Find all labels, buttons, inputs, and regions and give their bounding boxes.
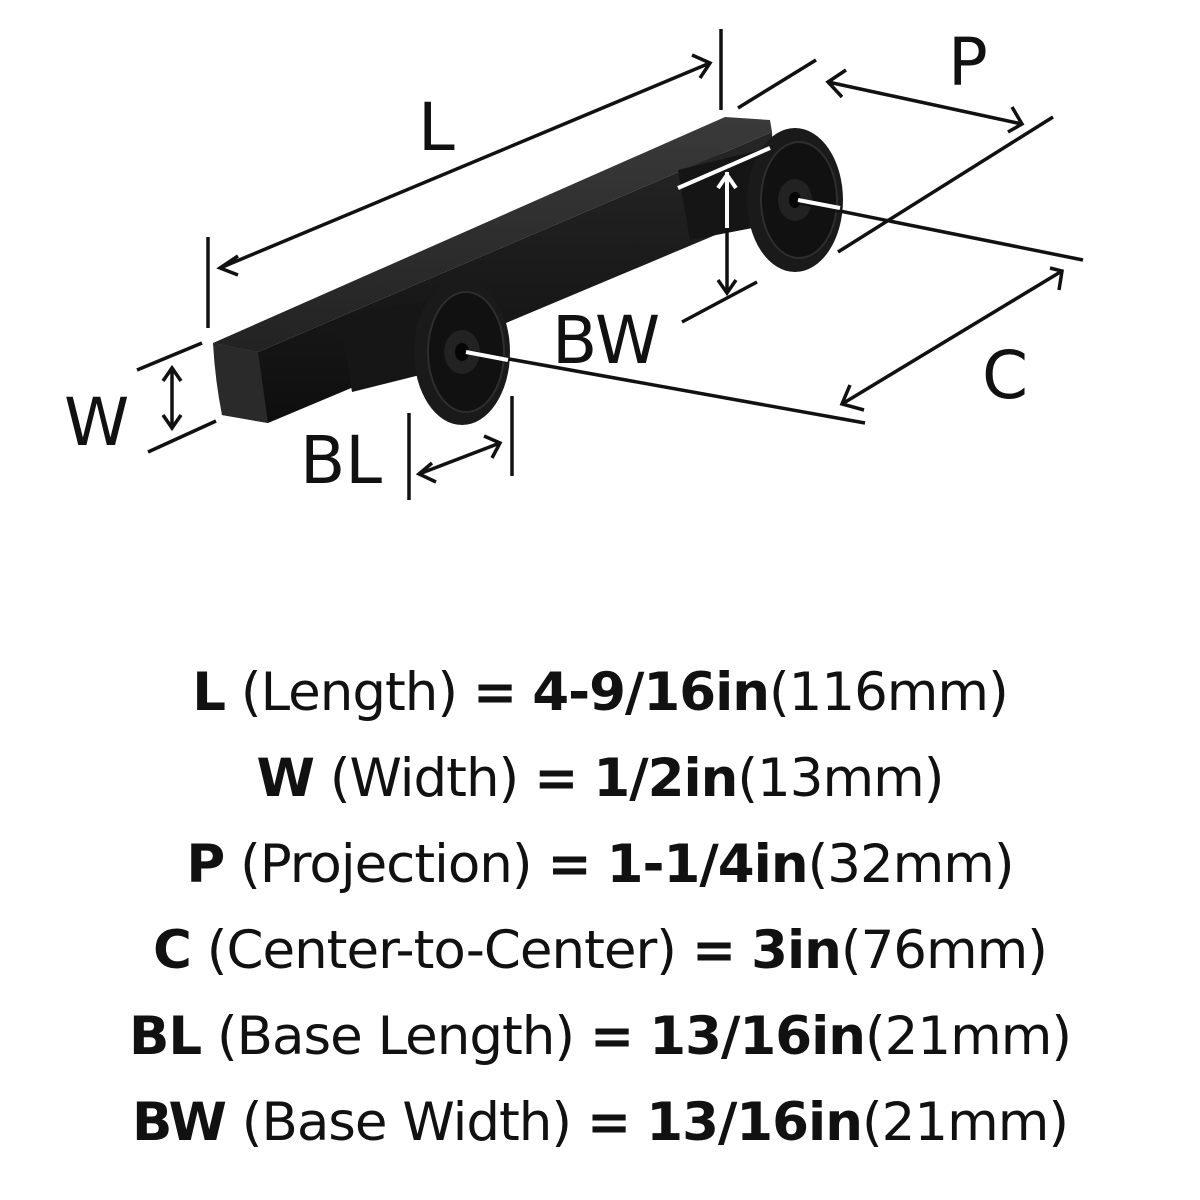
- bar-top-face: [213, 117, 772, 352]
- spec-code: BW: [131, 1092, 227, 1153]
- width-extension-top: [136, 341, 203, 372]
- rear-post-stem: [678, 150, 768, 240]
- spec-name: (Base Width): [241, 1092, 572, 1153]
- spec-equals: =: [547, 834, 591, 895]
- spec-inches: 13/16in: [649, 1006, 866, 1067]
- pull-dimension-diagram: L W P C BL BW: [64, 24, 1084, 500]
- spec-code: P: [186, 834, 225, 895]
- spec-row-base-length: BL (Base Length) = 13/16in(21mm): [0, 994, 1200, 1080]
- length-arrow-left: [216, 254, 239, 277]
- base-width-extension-bottom: [681, 280, 758, 324]
- width-arrow-top: [161, 364, 183, 382]
- spec-equals: =: [589, 1006, 634, 1067]
- spec-row-base-width: BW (Base Width) = 13/16in(21mm): [0, 1080, 1200, 1166]
- spec-mm: (76mm): [840, 920, 1048, 981]
- spec-inches: 1/2in: [593, 748, 738, 809]
- spec-name: (Length): [240, 662, 458, 723]
- spec-inches: 13/16in: [646, 1092, 863, 1153]
- spec-code: W: [256, 748, 315, 809]
- width-extension-bottom: [147, 419, 217, 454]
- spec-name: (Center-to-Center): [206, 920, 677, 981]
- spec-row-length: L (Length) = 4-9/16in(116mm): [0, 650, 1200, 736]
- bar-end-face: [213, 343, 268, 423]
- spec-name: (Projection): [240, 834, 532, 895]
- base-length-arrow-left: [415, 461, 437, 484]
- center-line-rear-overlay: [797, 198, 841, 210]
- spec-name: (Base Length): [216, 1006, 575, 1067]
- spec-inches: 4-9/16in: [532, 662, 770, 723]
- length-dimension-line: [219, 61, 711, 270]
- projection-arrow-left: [825, 68, 847, 99]
- dimension-specs-list: L (Length) = 4-9/16in(116mm) W (Width) =…: [0, 650, 1200, 1166]
- spec-code: C: [153, 920, 192, 981]
- spec-name: (Width): [329, 748, 519, 809]
- label-projection: P: [948, 24, 988, 101]
- label-base-width: BW: [552, 302, 660, 379]
- center-dimension-line: [841, 269, 1063, 406]
- spec-row-projection: P (Projection) = 1-1/4in(32mm): [0, 822, 1200, 908]
- spec-equals: =: [691, 920, 736, 981]
- spec-row-width: W (Width) = 1/2in(13mm): [0, 736, 1200, 822]
- label-center-to-center: C: [982, 337, 1028, 414]
- label-base-length: BL: [300, 422, 382, 499]
- base-width-extension-top: [677, 146, 771, 190]
- front-post-stem: [340, 300, 440, 392]
- spec-mm: (21mm): [861, 1092, 1069, 1153]
- projection-extension-left: [737, 58, 817, 110]
- spec-mm: (116mm): [768, 662, 1009, 723]
- spec-mm: (32mm): [807, 834, 1015, 895]
- spec-row-center-to-center: C (Center-to-Center) = 3in(76mm): [0, 908, 1200, 994]
- base-length-dimension-line: [418, 441, 501, 476]
- center-line-front-overlay: [465, 350, 509, 362]
- spec-code: BL: [128, 1006, 202, 1067]
- width-arrow-bottom: [161, 414, 183, 432]
- projection-extension-right: [837, 115, 1054, 254]
- center-line-front: [469, 350, 866, 425]
- center-arrow-right: [1049, 266, 1064, 291]
- spec-inches: 3in: [751, 920, 842, 981]
- spec-inches: 1-1/4in: [606, 834, 809, 895]
- label-length: L: [418, 89, 455, 166]
- spec-mm: (13mm): [737, 748, 944, 809]
- length-arrow-right: [691, 53, 713, 79]
- base-width-arrow-bottom: [716, 279, 738, 297]
- label-width: W: [64, 384, 129, 461]
- center-arrow-left: [839, 384, 865, 412]
- cabinet-pull-product: [213, 117, 843, 425]
- spec-equals: =: [534, 748, 578, 809]
- projection-dimension-line: [827, 80, 1023, 126]
- spec-equals: =: [586, 1092, 631, 1153]
- spec-mm: (21mm): [864, 1006, 1072, 1067]
- center-line-rear: [799, 201, 1084, 262]
- base-width-arrow-top: [716, 171, 738, 190]
- spec-equals: =: [472, 662, 517, 723]
- base-length-arrow-right: [483, 434, 503, 459]
- spec-code: L: [192, 662, 226, 723]
- dimension-lines: [136, 29, 1084, 500]
- projection-arrow-right: [1007, 106, 1025, 134]
